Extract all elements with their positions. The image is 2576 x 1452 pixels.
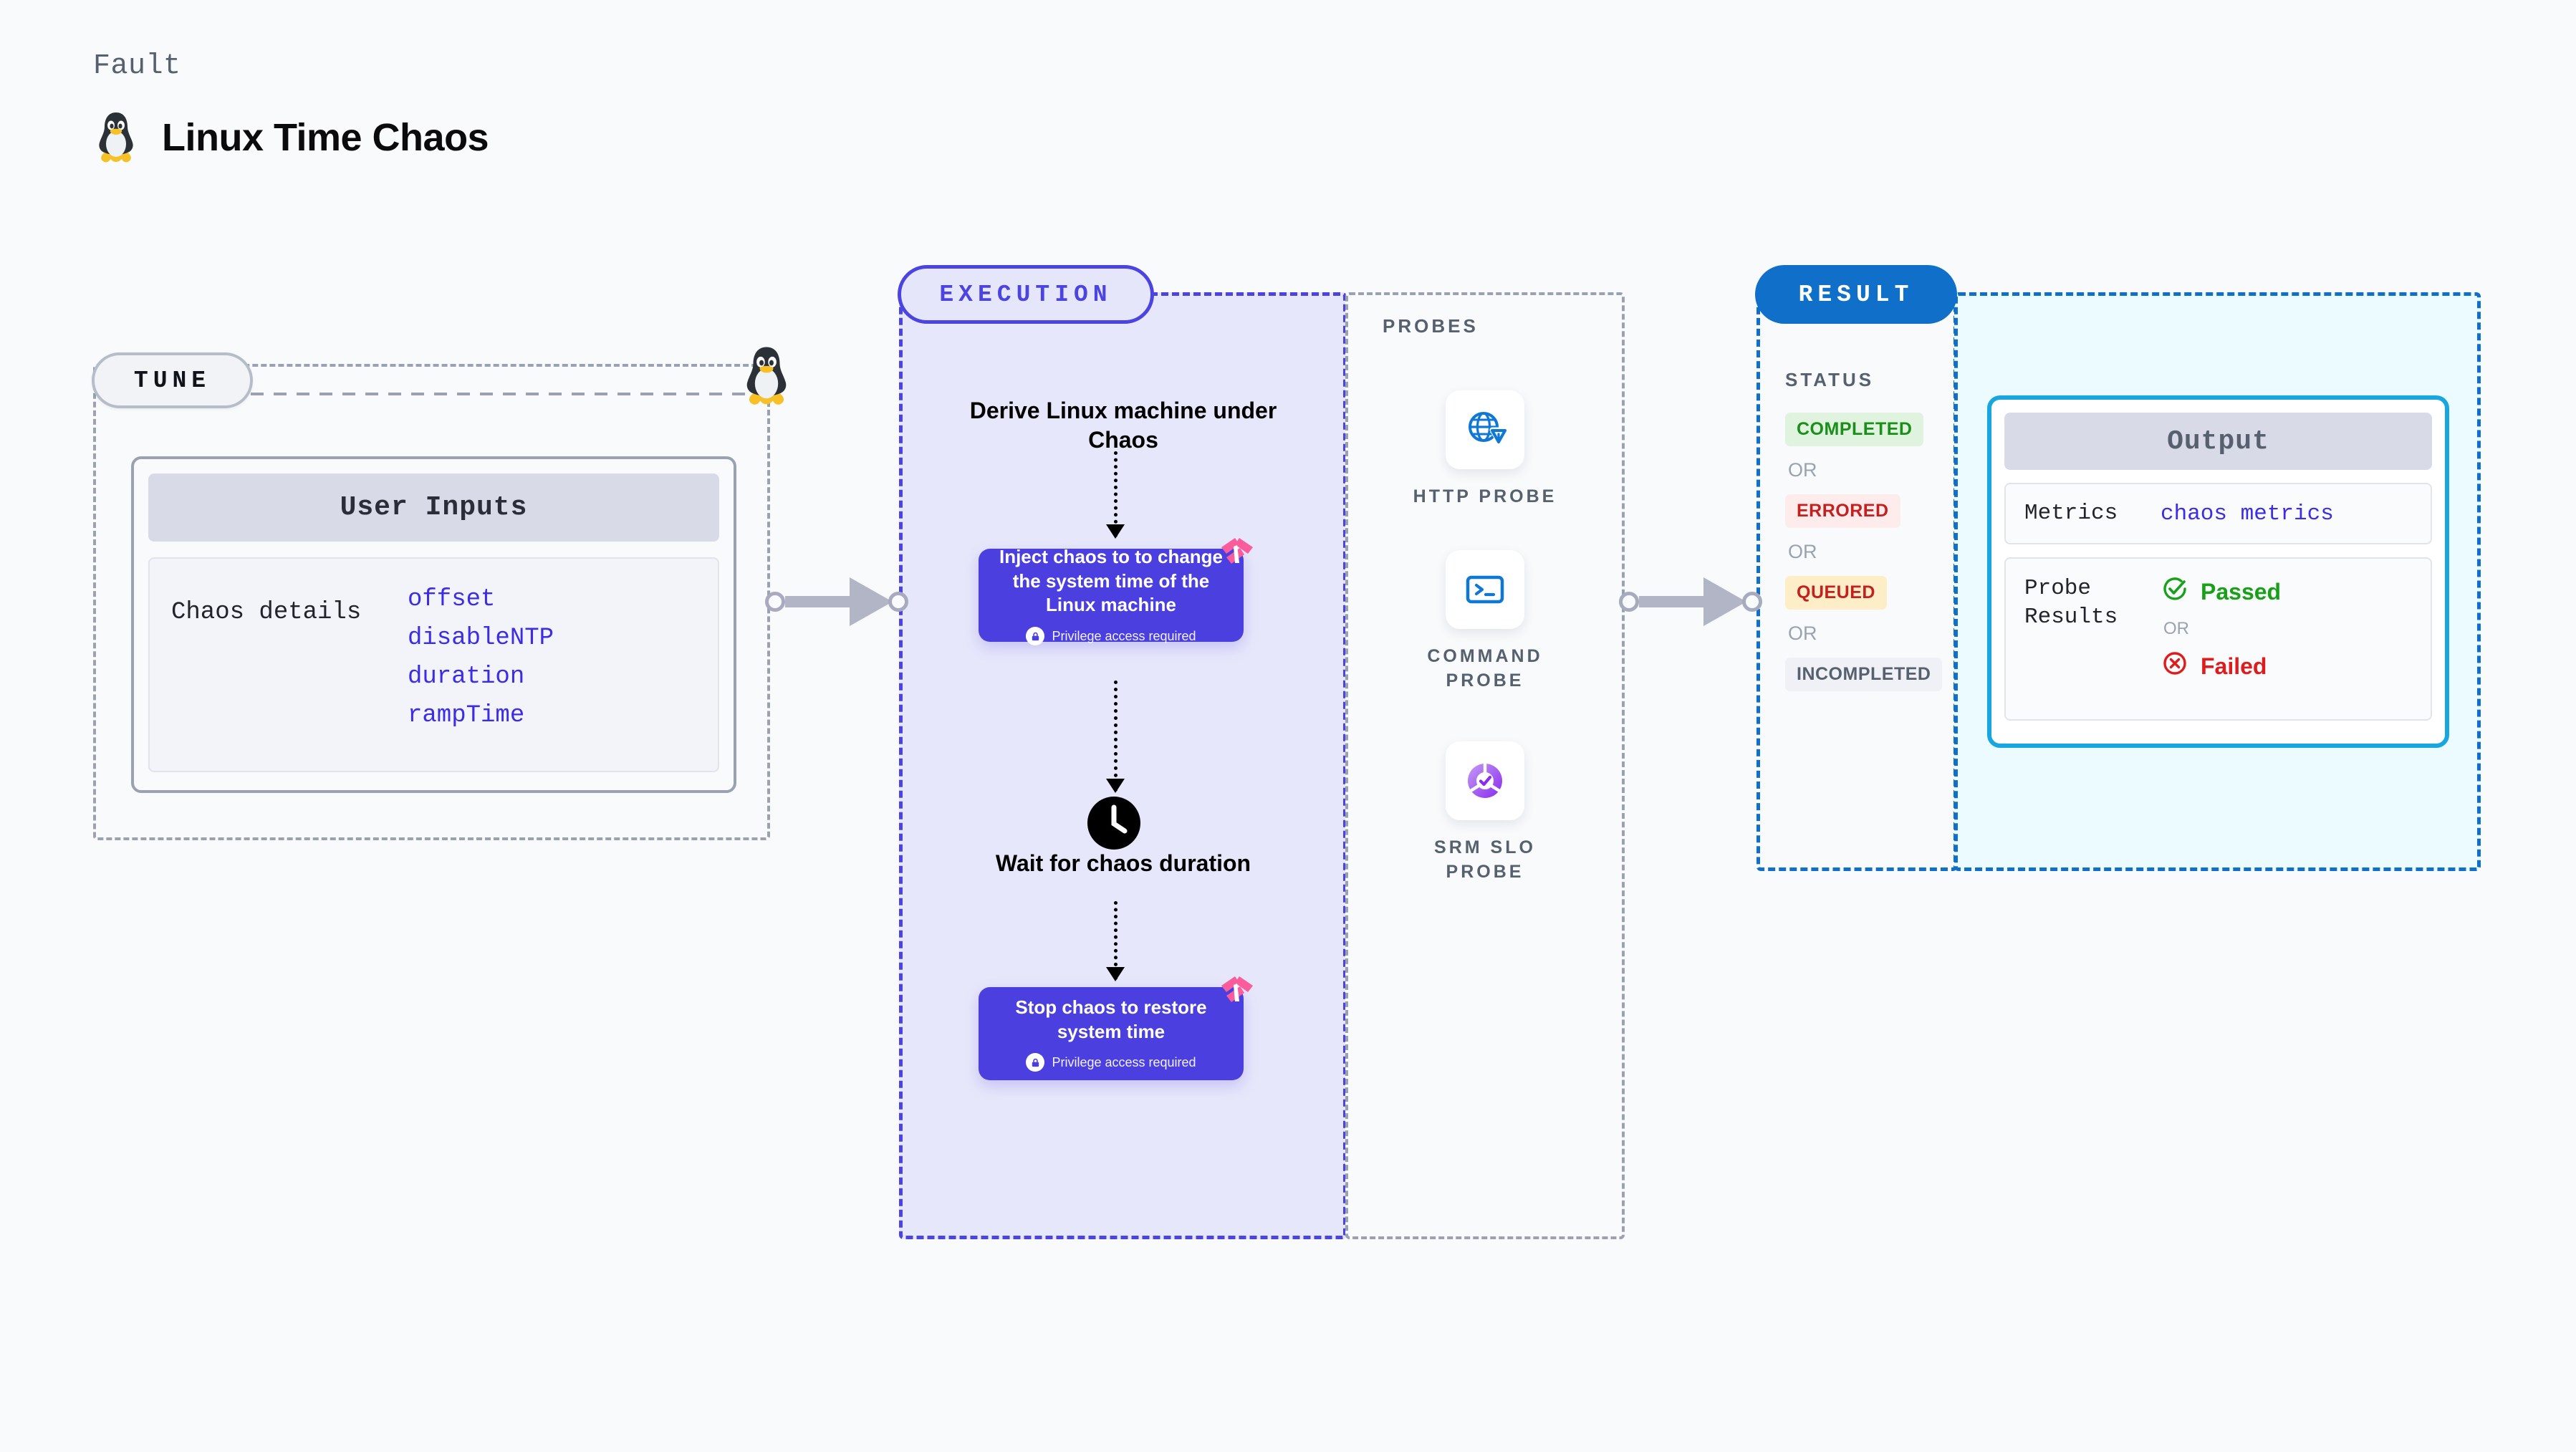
probe-label: SRM SLO PROBE — [1434, 837, 1536, 882]
connector-end-dot — [1742, 592, 1762, 612]
execution-step-inject-label: Inject chaos to to change the system tim… — [999, 545, 1224, 616]
or-separator: OR — [1788, 459, 1817, 481]
probe-item-command[interactable]: COMMAND PROBE — [1392, 550, 1578, 693]
output-row-metrics: Metrics chaos metrics — [2004, 483, 2432, 544]
probe-result-passed: Passed — [2161, 574, 2281, 609]
slo-donut-check-icon — [1446, 741, 1524, 820]
probe-result-failed-label: Failed — [2201, 653, 2267, 679]
x-circle-icon — [2161, 649, 2189, 683]
probe-item-http[interactable]: HTTP PROBE — [1392, 390, 1578, 509]
or-separator: OR — [1788, 541, 1817, 562]
status-badge: QUEUED — [1785, 576, 1887, 610]
user-inputs-header: User Inputs — [148, 473, 719, 542]
result-pill[interactable]: RESULT — [1755, 265, 1957, 324]
terminal-icon — [1446, 550, 1524, 629]
probe-item-srm-slo[interactable]: SRM SLO PROBE — [1392, 741, 1578, 885]
or-separator: OR — [2163, 619, 2189, 638]
tune-pill[interactable]: TUNE — [92, 352, 253, 408]
list-item[interactable]: duration — [408, 663, 525, 691]
user-inputs-body: Chaos details offset disableNTP duration… — [148, 557, 719, 772]
check-circle-icon — [2161, 574, 2189, 609]
status-badge: INCOMPLETED — [1785, 658, 1943, 691]
page-title-row: Linux Time Chaos — [93, 111, 489, 164]
probe-result-failed: Failed — [2161, 649, 2281, 683]
execution-step-stop-label: Stop chaos to restore system time — [1015, 996, 1207, 1042]
execution-step-wait-label: Wait for chaos duration — [995, 850, 1251, 876]
privilege-note-label: Privilege access required — [1052, 628, 1196, 643]
list-item[interactable]: rampTime — [408, 702, 525, 729]
output-card: Output Metrics chaos metrics Probe Resul… — [1987, 395, 2449, 748]
connector-start-dot — [765, 592, 785, 612]
probe-results-key-label: Probe Results — [2024, 576, 2118, 630]
metrics-key-label: Metrics — [2024, 500, 2118, 526]
execution-container — [899, 292, 1347, 1239]
metrics-value-label[interactable]: chaos metrics — [2161, 501, 2334, 527]
execution-pill[interactable]: EXECUTION — [898, 265, 1154, 324]
probe-label: COMMAND PROBE — [1427, 646, 1543, 691]
harness-logo-icon — [1218, 534, 1256, 577]
page-title: Linux Time Chaos — [162, 116, 489, 159]
chaos-details-label: Chaos details — [171, 599, 362, 626]
user-inputs-card: User Inputs Chaos details offset disable… — [131, 456, 736, 793]
linux-penguin-icon — [93, 111, 139, 164]
connector-bar — [1639, 596, 1703, 607]
connector-tune-to-execution — [765, 577, 908, 626]
probes-section-label: PROBES — [1383, 315, 1479, 337]
clock-icon — [1086, 795, 1142, 851]
list-item[interactable]: disableNTP — [408, 625, 554, 652]
chaos-parameter-list: offset disableNTP duration rampTime — [408, 586, 554, 729]
harness-logo-icon — [1218, 973, 1256, 1015]
lock-icon — [1026, 1053, 1045, 1072]
execution-step-derive-label: Derive Linux machine under Chaos — [969, 398, 1277, 453]
connector-arrowhead-icon — [1703, 577, 1746, 626]
globe-warning-icon — [1446, 390, 1524, 469]
connector-bar — [785, 596, 850, 607]
fault-eyebrow-label: Fault — [93, 50, 181, 82]
status-section-label: STATUS — [1785, 369, 1875, 390]
tune-edge-linux-penguin-icon — [740, 345, 793, 410]
probe-results-values: Passed OR Failed — [2161, 574, 2281, 683]
privilege-note: Privilege access required — [1026, 1053, 1196, 1072]
list-item[interactable]: offset — [408, 586, 496, 613]
privilege-note: Privilege access required — [1026, 627, 1196, 646]
lock-icon — [1026, 627, 1045, 646]
output-row-probe-results: Probe Results Passed OR — [2004, 557, 2432, 721]
status-badge: ERRORED — [1785, 494, 1900, 528]
privilege-note-label: Privilege access required — [1052, 1054, 1196, 1069]
connector-arrowhead-icon — [850, 577, 893, 626]
connector-execution-to-result — [1619, 577, 1762, 626]
status-badge: COMPLETED — [1785, 413, 1924, 446]
output-header: Output — [2004, 413, 2432, 470]
status-list: COMPLETED OR ERRORED OR QUEUED OR INCOMP… — [1785, 413, 1943, 691]
connector-end-dot — [888, 592, 908, 612]
connector-start-dot — [1619, 592, 1639, 612]
probe-label: HTTP PROBE — [1413, 486, 1557, 506]
tune-dashed-connector — [251, 393, 765, 395]
execution-step-inject-card[interactable]: Inject chaos to to change the system tim… — [979, 538, 1253, 646]
execution-step-stop-card[interactable]: Stop chaos to restore system time Privil… — [979, 976, 1253, 1080]
or-separator: OR — [1788, 622, 1817, 644]
probe-result-passed-label: Passed — [2201, 578, 2282, 605]
